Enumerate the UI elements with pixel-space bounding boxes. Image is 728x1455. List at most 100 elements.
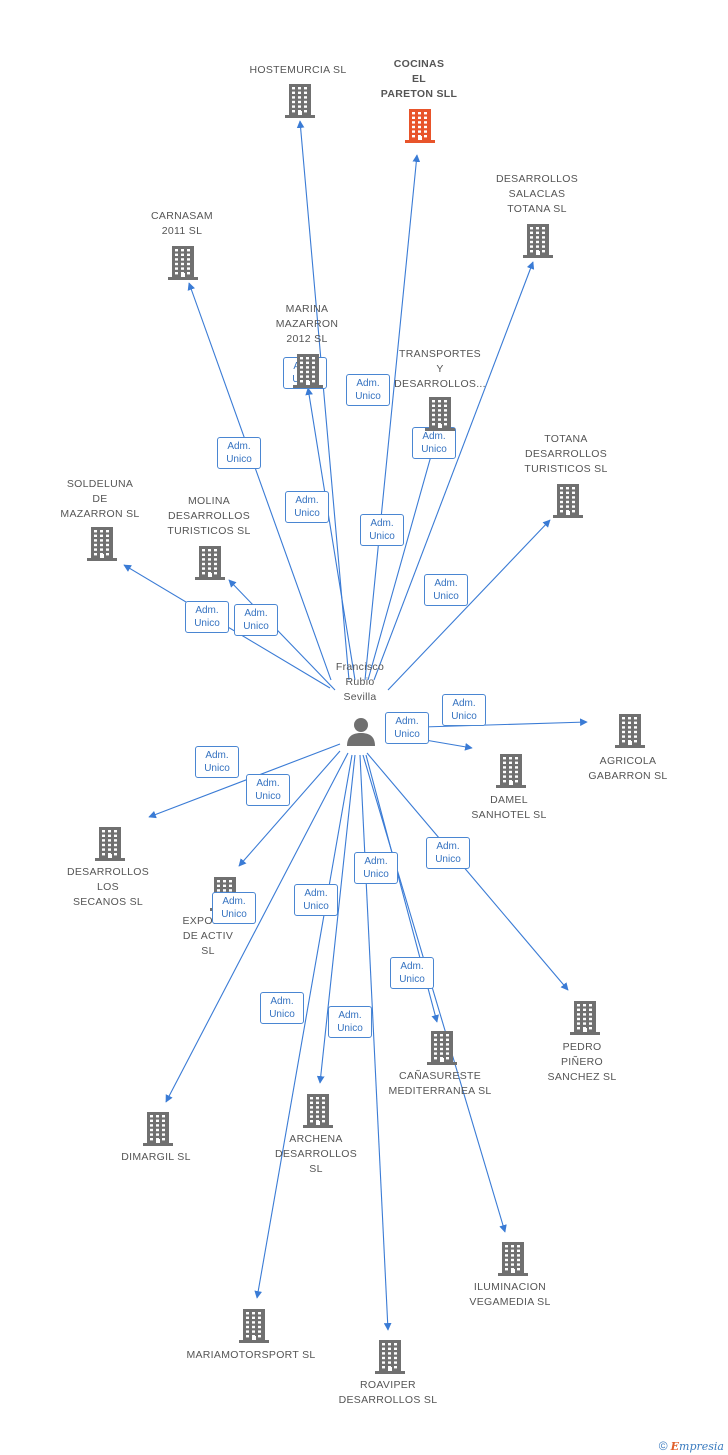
edge-salaclas [373,261,535,681]
edge-role-iluminacion[interactable]: Adm.Unico [354,852,398,884]
company-label-line: MAZARRON SL [60,508,140,520]
edge-mariamotorsport [254,754,353,1299]
edge-role-damel[interactable]: Adm.Unico [385,712,429,744]
company-label-line: ROAVIPER [360,1379,416,1391]
edge-role-text: Adm. [434,578,458,589]
edge-role-soldeluna[interactable]: Adm.Unico [185,601,229,633]
edge-role-text: Adm. [295,495,319,506]
company-label-line: SL [201,945,215,957]
company-label-line: DESARROLLOS [274,1148,358,1160]
building-icon[interactable] [166,244,200,280]
company-label-line: GABARRON SL [588,770,668,782]
building-icon[interactable] [494,752,528,788]
building-icon[interactable] [301,1092,335,1128]
edges-layer [123,120,588,1331]
building-icon[interactable] [613,712,647,748]
edge-role-text: Adm. [356,378,380,389]
building-icon[interactable] [423,395,457,431]
company-label-hostemurcia[interactable]: HOSTEMURCIA SL [250,63,347,78]
edge-role-mariamotorsport[interactable]: Adm.Unico [260,992,304,1024]
company-label-line: TRANSPORTES [399,348,481,360]
edge-role-text: Unico [355,391,381,402]
edge-cocinas [364,154,421,681]
edge-pedro [366,752,569,991]
building-icon[interactable] [521,222,555,258]
building-icon[interactable] [85,525,119,561]
building-icon[interactable] [568,999,602,1035]
edge-role-text: Adm. [304,888,328,899]
company-label-mariamotorsport[interactable]: MARIAMOTORSPORT SL [186,1348,315,1363]
company-label-line: 2011 SL [161,225,203,237]
building-icon[interactable] [403,107,437,143]
edge-role-roaviper[interactable]: Adm.Unico [328,1006,372,1038]
company-label-line: DESARROLLOS [524,448,608,460]
edge-role-text: Adm. [222,896,246,907]
company-label-line: DE ACTIV [182,930,234,942]
edge-role-totana[interactable]: Adm.Unico [424,574,468,606]
edge-role-transportes[interactable]: Adm.Unico [360,514,404,546]
building-icon[interactable] [425,1029,459,1065]
building-icon[interactable] [551,482,585,518]
building-icon[interactable] [237,1307,271,1343]
edge-role-secanos[interactable]: Adm.Unico [195,746,239,778]
company-label-line: MARIAMOTORSPORT SL [186,1349,316,1361]
edge-role-agricola[interactable]: Adm.Unico [442,694,486,726]
company-label-line: Y [436,363,444,375]
building-icon[interactable] [193,544,227,580]
edge-role-cocinas[interactable]: Adm. Unico [346,374,390,406]
edge-role-canasureste[interactable]: Adm.Unico [390,957,434,989]
company-label-line: CAÑASURESTE [398,1070,482,1082]
building-icon[interactable] [496,1240,530,1276]
edge-role-carnasam[interactable]: Adm.Unico [217,437,261,469]
company-label-line: COCINAS [393,58,445,70]
edge-molina [228,579,336,691]
edge-role-text: Adm. [436,841,460,852]
edge-carnasam [187,282,332,681]
edge-role-molina[interactable]: Adm.Unico [234,604,278,636]
building-icon[interactable] [93,825,127,861]
building-icon[interactable] [283,82,317,118]
person-icon[interactable] [346,716,376,746]
edge-role-text: Unico [294,508,320,519]
edge-role-text: Unico [421,444,447,455]
edge-role-dimargil[interactable]: Adm.Unico [212,892,256,924]
company-label-line: TURISTICOS SL [167,525,251,537]
company-label-dimargil[interactable]: DIMARGIL SL [121,1150,190,1165]
building-icon[interactable] [141,1110,175,1146]
center-person-name[interactable]: Francisco Rubio Sevilla [335,661,385,703]
edge-role-text: Adm. [338,1010,362,1021]
company-label-line: SANCHEZ SL [547,1071,617,1083]
building-icon[interactable] [373,1338,407,1374]
edge-role-salaclas[interactable]: Adm.Unico [412,427,456,459]
edge-role-marina[interactable]: Adm. Unico [285,491,329,523]
company-label-line: DAMEL [490,794,528,806]
edge-role-text: Unico [369,531,395,542]
company-label-line: PIÑERO [560,1056,604,1068]
edge-role-expolev[interactable]: Adm.Unico [246,774,290,806]
edge-role-text: Unico [363,869,389,880]
company-label-line: SOLDELUNA [66,478,134,490]
company-label-line: ILUMINACION [473,1281,547,1293]
company-label-line: MAZARRON [275,318,339,330]
edge-role-archena[interactable]: Adm.Unico [294,884,338,916]
company-label-line: ARCHENA [289,1133,343,1145]
building-icon[interactable] [291,352,325,388]
edge-role-pedro[interactable]: Adm.Unico [426,837,470,869]
